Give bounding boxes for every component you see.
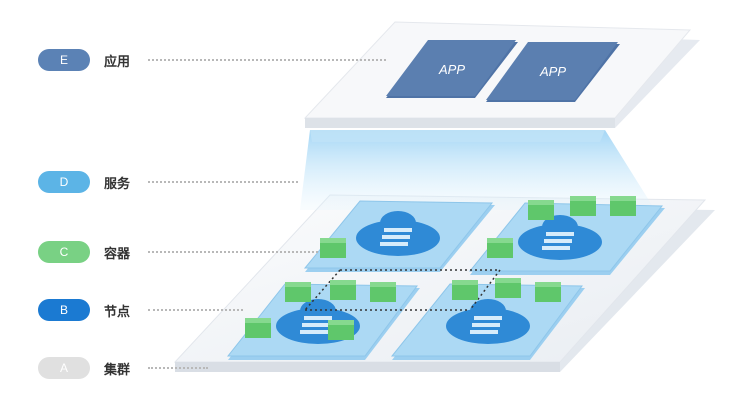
container-cube [320, 238, 346, 258]
app-box-1 [386, 40, 518, 98]
container-cube [610, 196, 636, 216]
leader-line-node [148, 309, 243, 311]
legend-label-node: 节点 [104, 304, 131, 320]
node-panel-top-left [303, 200, 495, 272]
legend-label-application: 应用 [104, 54, 131, 70]
application-top-plate [303, 21, 700, 128]
container-cube [495, 278, 521, 298]
legend-row-service: D 服务 [38, 170, 130, 194]
legend-badge-a: A [38, 357, 90, 379]
legend-row-cluster: A 集群 [38, 356, 130, 380]
service-glow-column [300, 130, 655, 210]
legend-label-cluster: 集群 [104, 362, 131, 378]
legend-badge-b: B [38, 299, 90, 321]
leader-line-container [148, 251, 318, 253]
container-cube [487, 238, 513, 258]
containers [245, 196, 636, 340]
app-label-1: APP [438, 62, 465, 77]
app-label-2: APP [539, 64, 566, 79]
container-cube [535, 282, 561, 302]
legend-label-service: 服务 [104, 176, 131, 192]
legend-row-node: B 节点 [38, 298, 130, 322]
legend-badge-d: D [38, 171, 90, 193]
container-cube [285, 282, 311, 302]
container-cube [330, 280, 356, 300]
legend-label-container: 容器 [104, 246, 131, 262]
container-cube [328, 320, 354, 340]
node-panel-top-right [468, 202, 665, 275]
node-panel-bottom-right [390, 283, 585, 360]
container-cube [570, 196, 596, 216]
leader-line-service [148, 181, 298, 183]
leader-line-application [148, 59, 386, 61]
legend-badge-e: E [38, 49, 90, 71]
leader-line-cluster [148, 367, 208, 369]
container-cube [528, 200, 554, 220]
legend-badge-c: C [38, 241, 90, 263]
legend-row-application: E 应用 [38, 48, 130, 72]
container-cube [245, 318, 271, 338]
legend-row-container: C 容器 [38, 240, 130, 264]
node-links [304, 269, 501, 311]
app-box-2 [486, 42, 620, 102]
container-cube [370, 282, 396, 302]
container-cube [452, 280, 478, 300]
